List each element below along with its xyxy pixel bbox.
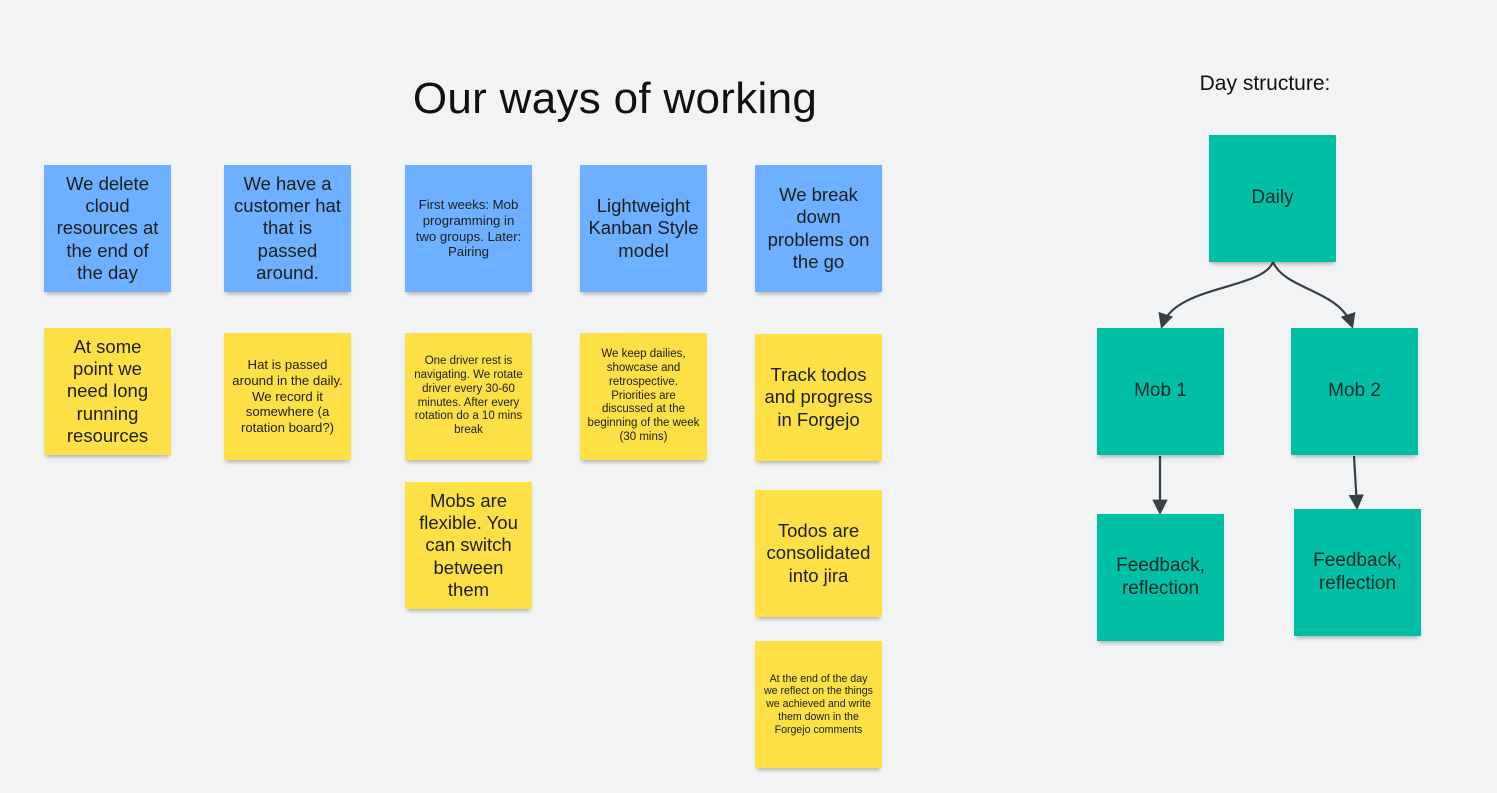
sticky-note-delete-cloud-resources[interactable]: We delete cloud resources at the end of … [44,165,171,292]
sticky-note-end-of-day-reflection[interactable]: At the end of the day we reflect on the … [755,641,882,768]
flow-node-daily[interactable]: Daily [1209,135,1336,262]
flow-node-mob-2[interactable]: Mob 2 [1291,328,1418,455]
board-title: Our ways of working [412,74,818,123]
connector-daily-to-mob2 [1271,261,1356,329]
sticky-note-customer-hat[interactable]: We have a customer hat that is passed ar… [224,165,351,292]
sticky-note-dailies-showcase[interactable]: We keep dailies, showcase and retrospect… [580,333,707,460]
sticky-note-todos-jira[interactable]: Todos are consolidated into jira [755,490,882,617]
sticky-note-mob-programming[interactable]: First weeks: Mob programming in two grou… [405,165,532,292]
connector-daily-to-mob1 [1158,261,1275,329]
sticky-note-long-running-resources[interactable]: At some point we need long running resou… [44,328,171,455]
flow-node-mob-1[interactable]: Mob 1 [1097,328,1224,455]
sticky-note-track-todos[interactable]: Track todos and progress in Forgejo [755,334,882,461]
day-structure-label: Day structure: [1199,72,1331,95]
connector-mob2-to-feedback2 [1348,455,1364,511]
flow-node-feedback-2[interactable]: Feedback, reflection [1294,509,1421,636]
flow-node-feedback-1[interactable]: Feedback, reflection [1097,514,1224,641]
sticky-note-hat-rotation[interactable]: Hat is passed around in the daily. We re… [224,333,351,460]
sticky-note-mobs-flexible[interactable]: Mobs are flexible. You can switch betwee… [405,482,532,609]
sticky-note-kanban-model[interactable]: Lightweight Kanban Style model [580,165,707,292]
sticky-note-driver-rotation[interactable]: One driver rest is navigating. We rotate… [405,333,532,460]
sticky-note-break-down-problems[interactable]: We break down problems on the go [755,165,882,292]
